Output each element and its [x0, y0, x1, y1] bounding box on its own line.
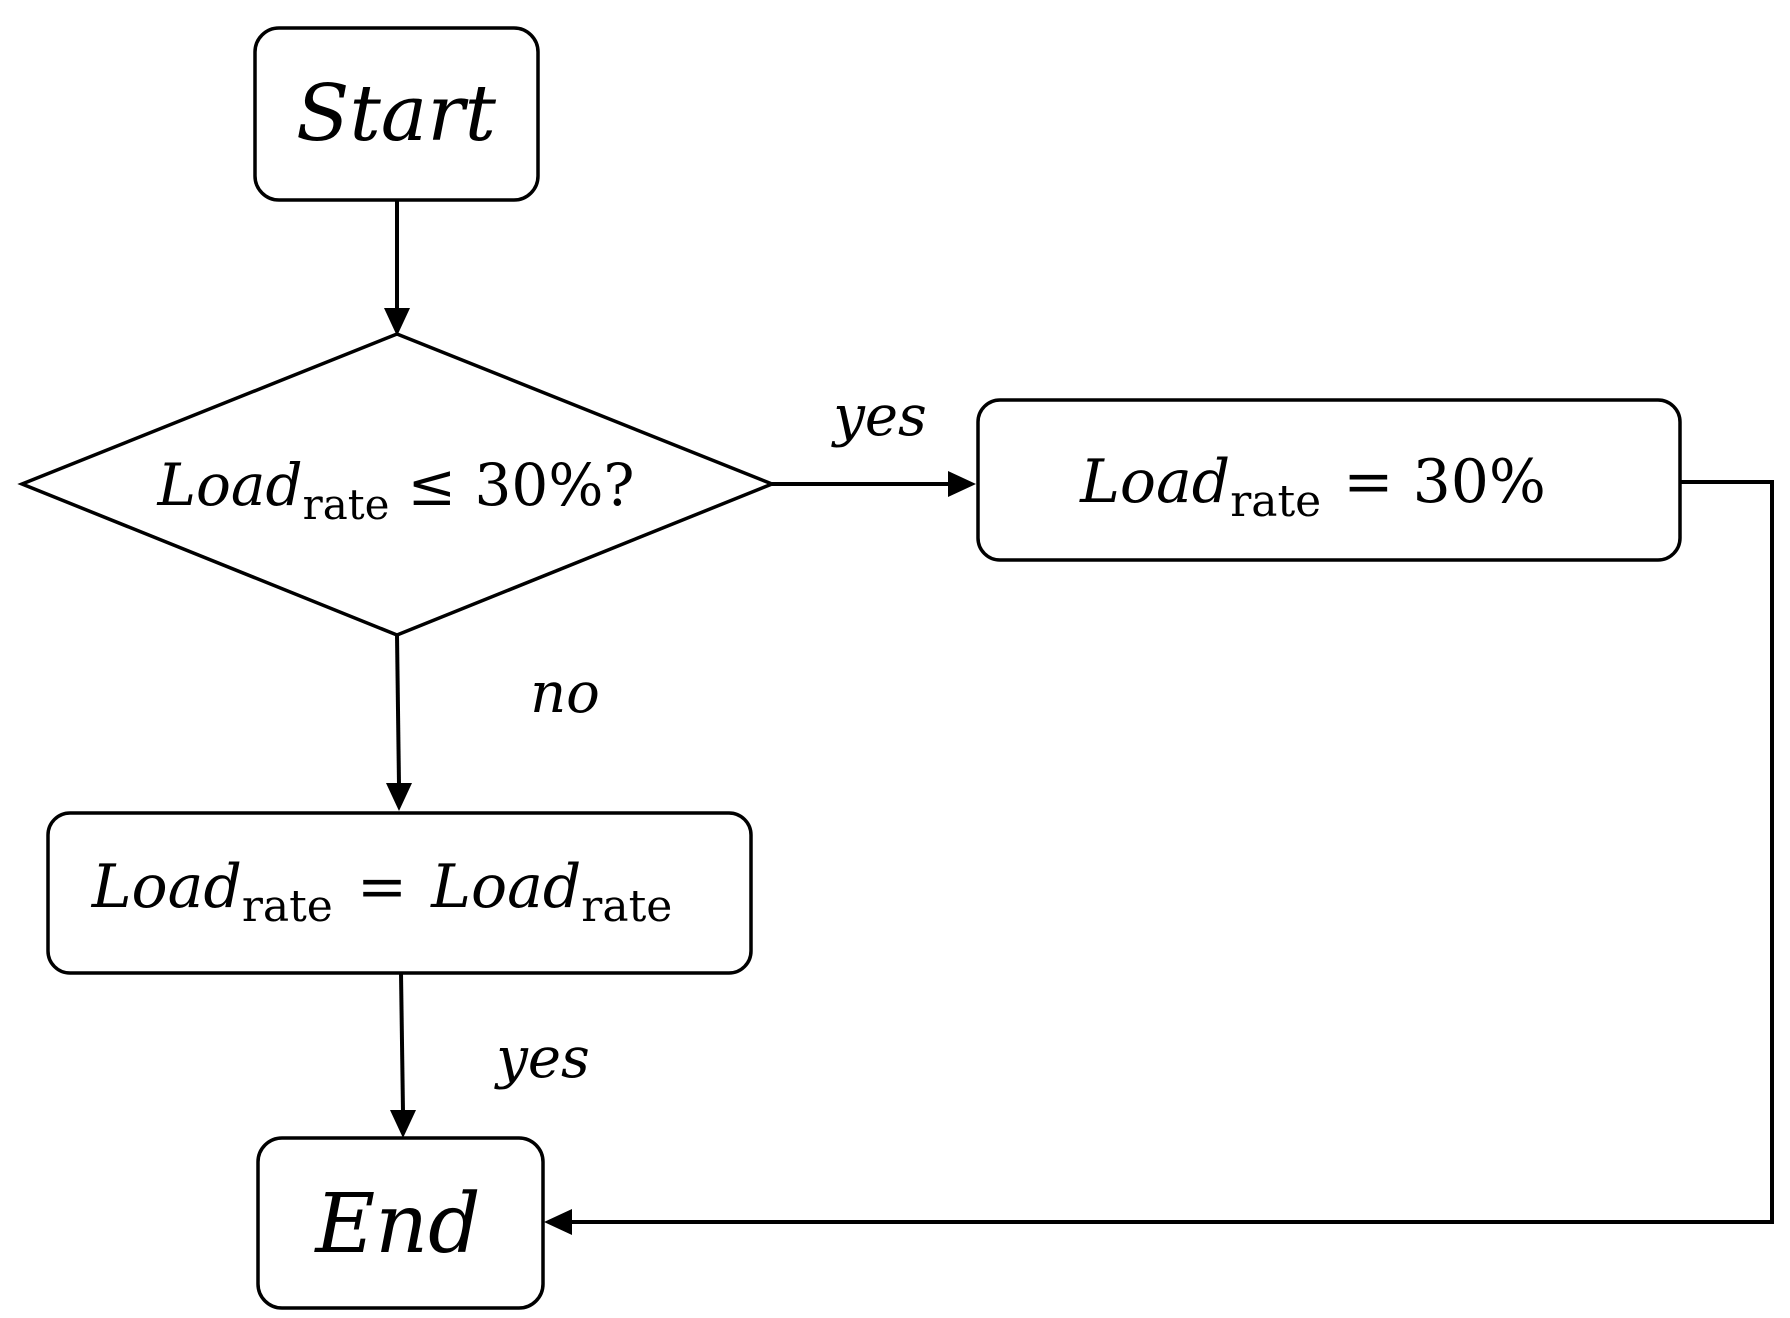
set-yes-sub: rate — [1230, 476, 1321, 527]
arrow-set-no-to-end — [390, 1110, 416, 1138]
set-yes-node: Loadrate = 30% — [976, 398, 1682, 562]
set-yes-node-label: Loadrate = 30% — [1079, 447, 1546, 527]
set-no-operator: = — [357, 852, 407, 922]
arrow-start-to-decision — [384, 308, 410, 336]
edge-label-decision-yes: yes — [830, 384, 927, 449]
set-no-node-label: Loadrate=Loadrate — [91, 852, 673, 932]
set-no-rhs-sub: rate — [581, 881, 672, 932]
decision-var: Load — [156, 451, 302, 519]
start-node-box — [253, 26, 540, 202]
edge-set-yes-to-end — [570, 480, 1774, 1224]
arrow-decision-to-set-no — [386, 783, 412, 811]
decision-condition: ≤ 30%? — [407, 451, 634, 519]
arrow-set-yes-to-end — [544, 1209, 572, 1235]
edge-label-set-no-to-end: yes — [493, 1026, 590, 1091]
start-node: Start — [253, 26, 540, 202]
edge-set-no-to-end — [399, 972, 405, 1113]
set-no-lhs-var: Load — [91, 852, 242, 922]
end-node-label: End — [313, 1177, 480, 1272]
decision-sub: rate — [303, 480, 390, 529]
decision-node: Loadrate ≤ 30%? — [17, 332, 777, 637]
set-yes-var: Load — [1079, 447, 1230, 517]
start-node-label: Start — [296, 69, 497, 159]
set-no-rhs-var: Load — [430, 852, 581, 922]
set-yes-expression: = 30% — [1343, 447, 1546, 517]
edge-label-decision-no: no — [530, 661, 600, 726]
set-no-node-box — [46, 811, 753, 975]
edge-decision-to-set-no — [395, 634, 401, 786]
set-no-lhs-sub: rate — [242, 881, 333, 932]
decision-node-label: Loadrate ≤ 30%? — [156, 451, 634, 529]
decision-node-shape — [17, 332, 777, 637]
set-yes-node-box — [976, 398, 1682, 562]
end-node: End — [256, 1136, 545, 1310]
set-no-node: Loadrate=Loadrate — [46, 811, 753, 975]
end-node-box — [256, 1136, 545, 1310]
arrow-decision-to-set-yes — [948, 471, 976, 497]
